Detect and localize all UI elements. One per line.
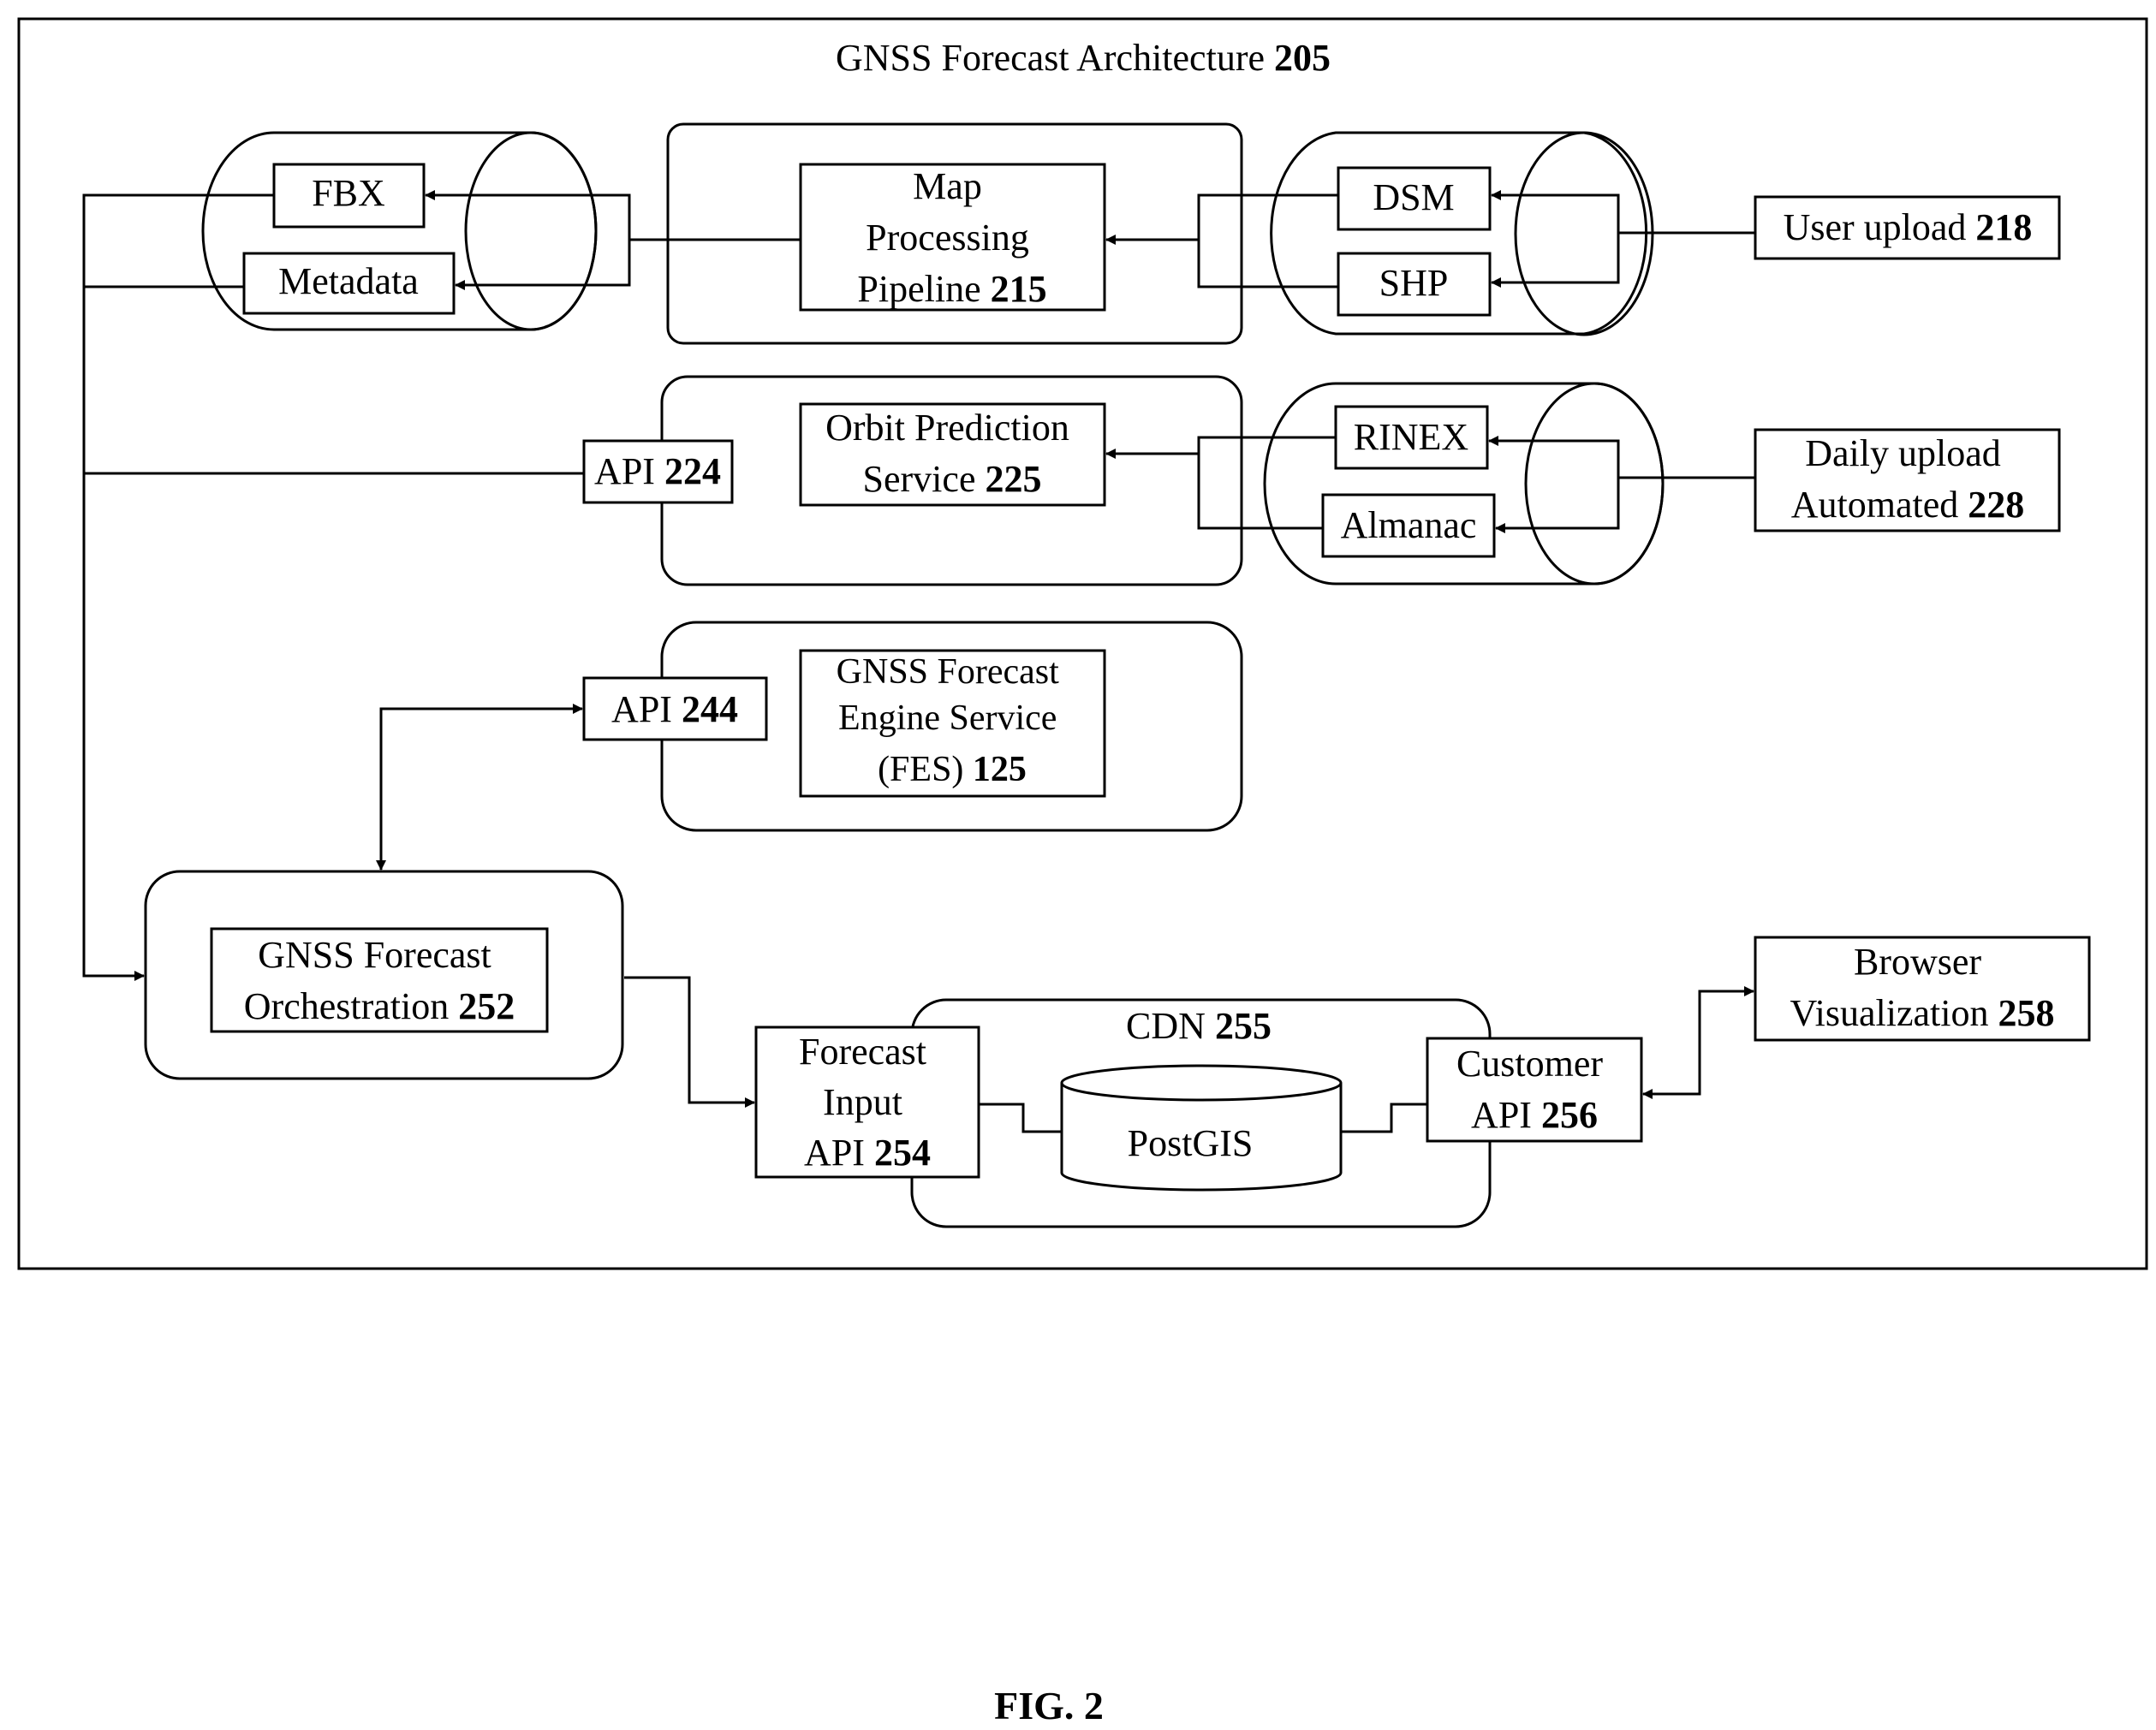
fbx-label: FBX [312, 172, 385, 214]
figure-caption: FIG. 2 [994, 1684, 1104, 1727]
dsm-label: DSM [1373, 176, 1454, 218]
connector-customer-browser [1643, 991, 1754, 1094]
cdn-label: CDN 255 [1126, 1005, 1272, 1047]
user-upload-label: User upload 218 [1784, 206, 2033, 248]
api-244-label: API 244 [611, 688, 738, 730]
connector-api244-orchestration [381, 709, 582, 870]
api-224-label: API 224 [594, 450, 721, 492]
metadata-label: Metadata [278, 260, 419, 302]
connector-orchestration-forecast [624, 978, 754, 1103]
diagram-title: GNSS Forecast Architecture 205 [836, 37, 1331, 79]
postgis-label: PostGIS [1128, 1122, 1254, 1164]
almanac-label: Almanac [1341, 504, 1477, 546]
shp-label: SHP [1379, 262, 1449, 304]
rinex-label: RINEX [1354, 416, 1468, 458]
